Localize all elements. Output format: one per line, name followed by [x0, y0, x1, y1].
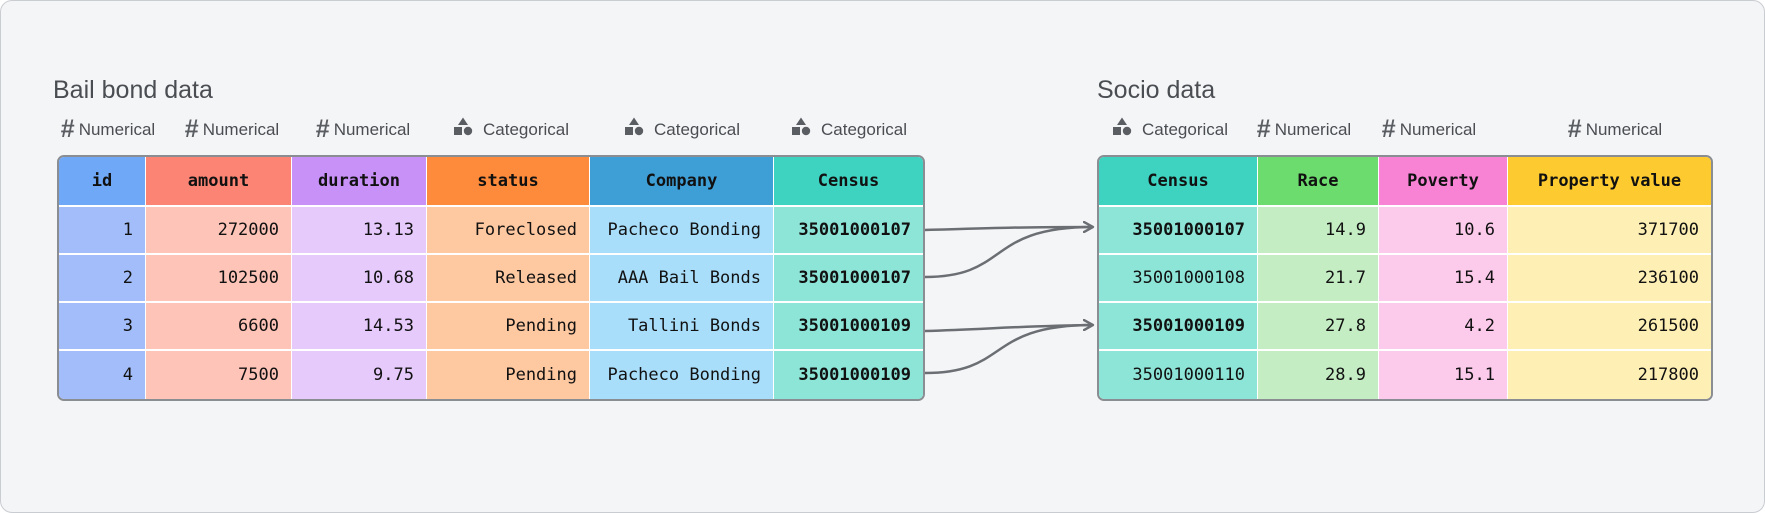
table-cell: 1 — [59, 207, 145, 255]
table-cell: Tallini Bonds — [590, 303, 773, 351]
shapes-icon — [624, 117, 650, 142]
table-cell: 35001000109 — [774, 351, 923, 399]
table-cell: 13.13 — [292, 207, 426, 255]
table-cell: 14.53 — [292, 303, 426, 351]
table-cell: 27.8 — [1258, 303, 1378, 351]
column-header-poverty: Poverty — [1379, 157, 1507, 207]
join-arrow-row-4 — [924, 325, 1093, 375]
table-cell: 4 — [59, 351, 145, 399]
type-label-text: Numerical — [1585, 119, 1663, 139]
right-type-label: #Numerical — [1568, 117, 1662, 142]
type-label-text: Numerical — [78, 119, 156, 139]
table-cell: 261500 — [1508, 303, 1711, 351]
shapes-icon — [1112, 117, 1138, 142]
left-type-label: #Numerical — [61, 117, 155, 142]
table-cell: 10.68 — [292, 255, 426, 303]
column-header-duration: duration — [292, 157, 426, 207]
table-cell: 35001000110 — [1099, 351, 1257, 399]
type-label-text: Numerical — [333, 119, 411, 139]
column-header-race: Race — [1258, 157, 1378, 207]
left-type-label: #Numerical — [185, 117, 279, 142]
hash-icon: # — [315, 115, 330, 143]
type-label-text: Numerical — [1399, 119, 1477, 139]
type-label-text: Categorical — [654, 119, 740, 139]
right-table-title: Socio data — [1097, 76, 1216, 104]
table-cell: 3 — [59, 303, 145, 351]
hash-icon: # — [1256, 115, 1271, 143]
table-cell: AAA Bail Bonds — [590, 255, 773, 303]
table-cell: 35001000107 — [774, 207, 923, 255]
column-header-status: status — [427, 157, 589, 207]
type-label-text: Categorical — [483, 119, 569, 139]
type-label-text: Categorical — [1142, 119, 1228, 139]
table-cell: Pending — [427, 303, 589, 351]
type-label-text: Numerical — [1274, 119, 1352, 139]
table-cell: Released — [427, 255, 589, 303]
column-header-id: id — [59, 157, 145, 207]
table-cell: 15.4 — [1379, 255, 1507, 303]
hash-icon: # — [184, 115, 199, 143]
hash-icon: # — [1567, 115, 1582, 143]
table-cell: 28.9 — [1258, 351, 1378, 399]
table-cell: 102500 — [146, 255, 291, 303]
column-header-census: Census — [774, 157, 923, 207]
table-cell: 35001000108 — [1099, 255, 1257, 303]
table-cell: 371700 — [1508, 207, 1711, 255]
left-type-label: Categorical — [791, 117, 907, 142]
table-cell: 14.9 — [1258, 207, 1378, 255]
column-header-census: Census — [1099, 157, 1257, 207]
table-cell: Foreclosed — [427, 207, 589, 255]
hash-icon: # — [60, 115, 75, 143]
right-type-label: Categorical — [1112, 117, 1228, 142]
table-cell: 35001000107 — [1099, 207, 1257, 255]
left-table-title: Bail bond data — [53, 76, 213, 104]
table-cell: 15.1 — [1379, 351, 1507, 399]
shapes-icon — [453, 117, 479, 142]
table-cell: Pacheco Bonding — [590, 207, 773, 255]
left-type-label: #Numerical — [316, 117, 410, 142]
join-arrow-row-2 — [924, 227, 1093, 279]
table-cell: 4.2 — [1379, 303, 1507, 351]
table-cell: 35001000109 — [774, 303, 923, 351]
table-cell: 21.7 — [1258, 255, 1378, 303]
type-label-text: Numerical — [202, 119, 280, 139]
left-type-label: Categorical — [453, 117, 569, 142]
table-cell: 6600 — [146, 303, 291, 351]
table-cell: 35001000109 — [1099, 303, 1257, 351]
table-cell: Pacheco Bonding — [590, 351, 773, 399]
table-cell: 35001000107 — [774, 255, 923, 303]
table-cell: Pending — [427, 351, 589, 399]
table-cell: 2 — [59, 255, 145, 303]
type-label-text: Categorical — [821, 119, 907, 139]
right-type-label: #Numerical — [1257, 117, 1351, 142]
table-cell: 236100 — [1508, 255, 1711, 303]
column-header-property-value: Property value — [1508, 157, 1711, 207]
table-cell: 217800 — [1508, 351, 1711, 399]
shapes-icon — [791, 117, 817, 142]
right-type-label: #Numerical — [1382, 117, 1476, 142]
column-header-amount: amount — [146, 157, 291, 207]
table-cell: 9.75 — [292, 351, 426, 399]
table-cell: 10.6 — [1379, 207, 1507, 255]
hash-icon: # — [1381, 115, 1396, 143]
table-cell: 7500 — [146, 351, 291, 399]
left-type-label: Categorical — [624, 117, 740, 142]
column-header-company: Company — [590, 157, 773, 207]
table-cell: 272000 — [146, 207, 291, 255]
